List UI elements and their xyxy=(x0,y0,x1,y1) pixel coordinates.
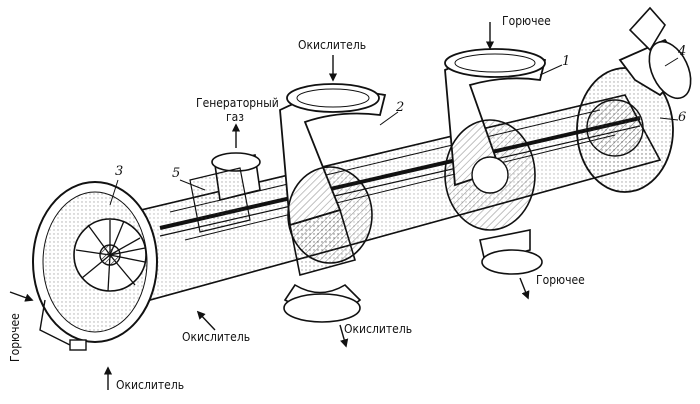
callout-2: 2 xyxy=(396,100,405,115)
fuel-outlet-arrow xyxy=(519,277,530,300)
label-oxidizer-bottom-center: Окислитель xyxy=(344,322,413,336)
gas-outlet xyxy=(189,152,261,233)
label-oxidizer-bottom-left: Окислитель xyxy=(182,330,251,344)
callout-leaders xyxy=(109,57,679,206)
callout-6: 6 xyxy=(678,110,687,125)
turbine-end xyxy=(576,6,692,193)
fuel-pump xyxy=(444,48,547,275)
label-fuel-left: Горючее xyxy=(8,313,22,362)
label-oxidizer-top: Окислитель xyxy=(298,38,367,52)
oxidizer-left-arrow xyxy=(196,310,216,331)
oxidizer-pump xyxy=(279,83,387,323)
left-end-housing xyxy=(32,181,158,351)
label-fuel-bottom-right: Горючее xyxy=(536,273,585,287)
oxidizer-outlet-arrow xyxy=(339,324,349,348)
fuel-left-arrow xyxy=(9,291,34,302)
label-generator-gas-2: газ xyxy=(226,110,245,124)
callout-4: 4 xyxy=(678,44,687,59)
label-fuel-top: Горючее xyxy=(502,14,551,28)
callout-5: 5 xyxy=(172,166,181,181)
label-oxidizer-bottom: Окислитель xyxy=(116,378,185,392)
callout-1: 1 xyxy=(562,54,571,69)
callout-3: 3 xyxy=(115,164,124,179)
flow-arrows xyxy=(9,22,530,390)
label-generator-gas-1: Генераторный xyxy=(196,96,279,110)
